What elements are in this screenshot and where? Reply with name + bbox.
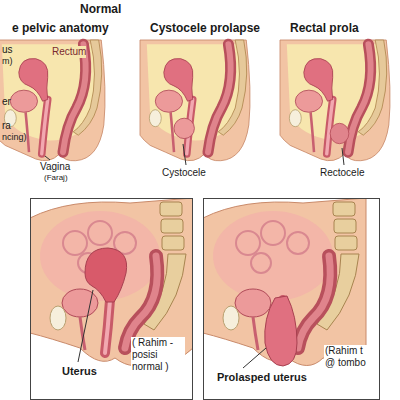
panel-caption: Uterus [61, 365, 98, 378]
organ-label: Rectocele [320, 167, 364, 179]
panel-heading: Cystocele prolapse [150, 22, 260, 36]
malay-caption: ( Rahim - posisi normal ) [131, 337, 185, 373]
organ-label: us [2, 44, 13, 56]
panel-heading: e pelvic anatomy [12, 22, 109, 36]
organ-label: ncing) [2, 132, 27, 142]
organ-label: (Faraj) [44, 173, 68, 182]
panel-box: Uterus ( Rahim - posisi normal ) [30, 198, 193, 400]
organ-label: ra [2, 120, 11, 132]
malay-caption: (Rahim t @ tombo [324, 345, 376, 369]
organ-label: Vagina [40, 161, 70, 173]
panel-heading: Normal [80, 3, 121, 17]
panel-heading: Rectal prola [290, 22, 359, 36]
organ-label: m) [2, 56, 13, 66]
organ-label: Cystocele [162, 167, 206, 179]
panel-box: Prolasped uterus (Rahim t @ tombo [203, 198, 380, 400]
organ-label: Rectum [52, 46, 86, 58]
organ-label: er [2, 96, 11, 108]
panel-caption: Prolasped uterus [216, 371, 308, 384]
